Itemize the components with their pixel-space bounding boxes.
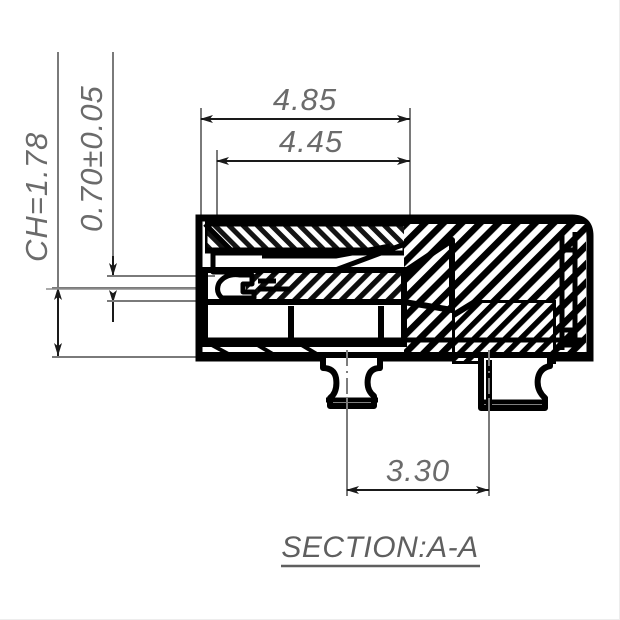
dimension-label-overall-length: 4.85	[273, 82, 337, 117]
housing-outline	[195, 214, 594, 362]
dimension-label-stack-height: 0.70±0.05	[74, 85, 109, 232]
dimension-stack-height: 0.70±0.05	[74, 52, 215, 322]
solder-leg-left	[320, 358, 383, 409]
contact-hatch-band	[246, 272, 404, 300]
section-title: SECTION:A-A	[281, 531, 478, 564]
dimension-inner-length: 4.45	[216, 124, 410, 226]
lower-cavity	[202, 305, 407, 347]
dimension-label-ch-height: CH=1.78	[19, 132, 54, 262]
dimension-label-inner-length: 4.45	[279, 124, 343, 159]
dimension-pitch-span: 3.30	[346, 398, 490, 496]
dimension-overall-length: 4.85	[200, 82, 411, 230]
connector-cross-section	[195, 214, 594, 428]
transition-rib	[401, 237, 455, 313]
contact-spring-tip	[215, 272, 257, 301]
dimension-label-pitch-span: 3.30	[386, 453, 450, 488]
solder-leg-right	[478, 358, 553, 411]
section-title-group: SECTION:A-A	[281, 531, 480, 568]
terminal-tail-hatch	[452, 300, 556, 364]
dimension-ch-height: CH=1.78	[19, 52, 196, 358]
housing-left-bevel	[203, 222, 234, 253]
